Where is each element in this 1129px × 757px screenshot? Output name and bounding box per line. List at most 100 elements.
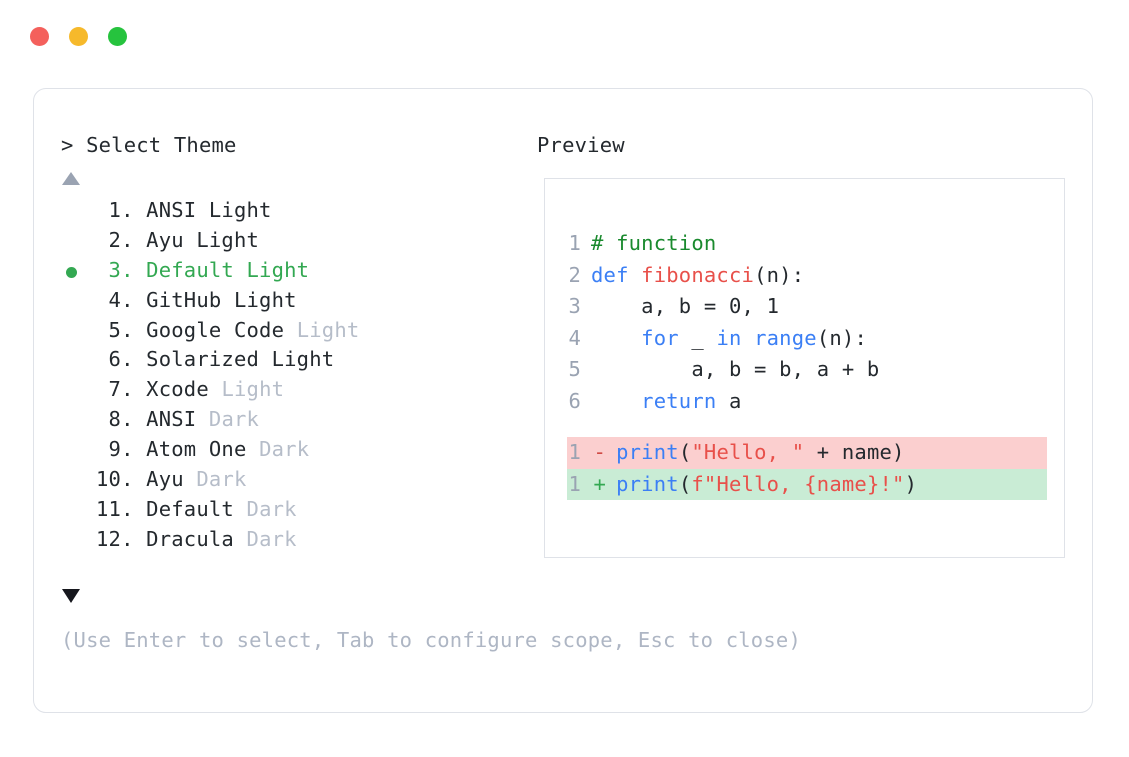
theme-item-variant-badge: Dark <box>196 407 260 432</box>
code-token: ( <box>678 440 692 464</box>
code-spacer <box>567 417 1047 437</box>
theme-item-label: 10. Ayu Dark <box>96 465 247 495</box>
code-token: (n): <box>816 325 867 350</box>
theme-item-variant-badge: Light <box>208 377 285 402</box>
theme-item-label: 6. Solarized Light <box>96 345 335 375</box>
theme-item-index: 9. <box>96 437 134 462</box>
line-number: 1 <box>568 471 581 496</box>
diff-marker: + <box>581 471 607 496</box>
code-token: return <box>641 388 717 413</box>
theme-item-index: 11. <box>96 496 134 521</box>
code-source: return a <box>591 389 742 413</box>
code-line: 2 def fibonacci(n): <box>567 260 1047 292</box>
code-line: 3 a, b = 0, 1 <box>567 291 1047 323</box>
scroll-down-arrow-icon[interactable] <box>62 589 80 603</box>
theme-item-name: Google Code <box>133 317 285 342</box>
theme-item-name: ANSI Light <box>133 198 272 222</box>
theme-item-label: 1. ANSI Light <box>96 196 272 226</box>
diff-marker: - <box>581 440 607 464</box>
theme-item-label: 8. ANSI Dark <box>96 405 259 435</box>
theme-list-item[interactable]: 11. Default Dark <box>61 495 501 525</box>
theme-list-item[interactable]: 3. Default Light <box>61 256 501 286</box>
line-number: 5 <box>568 357 581 381</box>
code-token: print <box>616 440 679 464</box>
code-token: for <box>641 325 679 350</box>
line-number: 1 <box>568 231 581 255</box>
theme-list-item[interactable]: 9. Atom One Dark <box>61 435 501 465</box>
theme-item-index: 12. <box>96 526 134 551</box>
theme-list-item[interactable]: 10. Ayu Dark <box>61 465 501 495</box>
line-number: 2 <box>568 262 581 287</box>
window-titlebar <box>0 0 1129 72</box>
line-number: 4 <box>568 325 581 350</box>
theme-list-item[interactable]: 8. ANSI Dark <box>61 405 501 435</box>
maximize-window-button[interactable] <box>108 26 127 46</box>
code-token: _ <box>678 325 717 350</box>
theme-item-name: Solarized Light <box>133 347 335 372</box>
theme-list-item[interactable]: 4. GitHub Light <box>61 286 501 316</box>
theme-item-index: 6. <box>96 347 134 372</box>
theme-list-item[interactable]: 6. Solarized Light <box>61 345 501 375</box>
theme-item-label: 9. Atom One Dark <box>96 435 310 465</box>
theme-item-label: 12. Dracula Dark <box>96 525 297 555</box>
code-source: def fibonacci(n): <box>591 263 804 287</box>
theme-item-label: 11. Default Dark <box>96 495 297 525</box>
minimize-window-button[interactable] <box>69 26 88 46</box>
theme-item-label: 3. Default Light <box>96 256 310 286</box>
code-token: f"Hello, {name}!" <box>691 471 905 496</box>
code-token: # function <box>591 231 717 255</box>
theme-item-name: Ayu <box>133 467 184 492</box>
theme-item-name: ANSI <box>133 407 197 432</box>
page-title: > Select Theme <box>61 133 237 157</box>
code-token: def <box>591 262 642 287</box>
theme-item-name: Default Light <box>133 257 310 282</box>
theme-item-name: GitHub Light <box>133 287 297 312</box>
code-source: for _ in range(n): <box>591 326 867 350</box>
theme-item-name: Dracula <box>133 526 234 551</box>
theme-list: 1. ANSI Light 2. Ayu Light 3. Default Li… <box>61 196 501 555</box>
code-token: 0 <box>728 294 742 318</box>
theme-item-name: Default <box>133 496 234 521</box>
theme-item-label: 2. Ayu Light <box>96 226 259 256</box>
code-source: a, b = b, a + b <box>591 357 879 381</box>
theme-list-item[interactable]: 1. ANSI Light <box>61 196 501 226</box>
scroll-up-arrow-icon[interactable] <box>62 172 80 185</box>
close-window-button[interactable] <box>30 26 49 46</box>
keyboard-hint: (Use Enter to select, Tab to configure s… <box>61 628 801 652</box>
code-token: a, b = <box>591 294 729 318</box>
code-source: a, b = 0, 1 <box>591 294 779 318</box>
code-token <box>591 389 641 413</box>
code-source: print(f"Hello, {name}!") <box>616 472 917 496</box>
theme-list-item[interactable]: 2. Ayu Light <box>61 226 501 256</box>
theme-list-item[interactable]: 7. Xcode Light <box>61 375 501 405</box>
code-token: 1 <box>766 294 780 318</box>
theme-item-variant-badge: Dark <box>183 467 247 492</box>
code-token: range <box>754 325 817 350</box>
code-token <box>742 326 755 350</box>
theme-item-index: 7. <box>96 377 134 402</box>
code-source: # function <box>591 231 716 255</box>
code-token: "Hello, " <box>691 440 805 464</box>
diff-line-add: 1 + print(f"Hello, {name}!") <box>567 468 1047 500</box>
line-number: 1 <box>568 440 581 464</box>
code-line: 4 for _ in range(n): <box>567 323 1047 355</box>
theme-item-name: Xcode <box>133 377 209 402</box>
code-line: 6 return a <box>567 386 1047 418</box>
theme-list-item[interactable]: 5. Google Code Light <box>61 316 501 346</box>
code-token: in <box>716 325 742 350</box>
code-line: 1 # function <box>567 228 1047 260</box>
theme-item-label: 7. Xcode Light <box>96 375 284 405</box>
theme-item-label: 4. GitHub Light <box>96 286 297 316</box>
code-token: a, b = b, a + b <box>591 357 880 381</box>
theme-item-variant-badge: Dark <box>233 496 297 521</box>
code-token: a <box>716 388 742 413</box>
code-token: (n): <box>754 262 805 287</box>
theme-item-index: 3. <box>96 257 134 282</box>
code-token: fibonacci <box>641 262 755 287</box>
code-token: ( <box>678 471 692 496</box>
theme-list-item[interactable]: 12. Dracula Dark <box>61 525 501 555</box>
theme-item-variant-badge: Dark <box>246 437 310 462</box>
code-token: , <box>741 294 767 318</box>
